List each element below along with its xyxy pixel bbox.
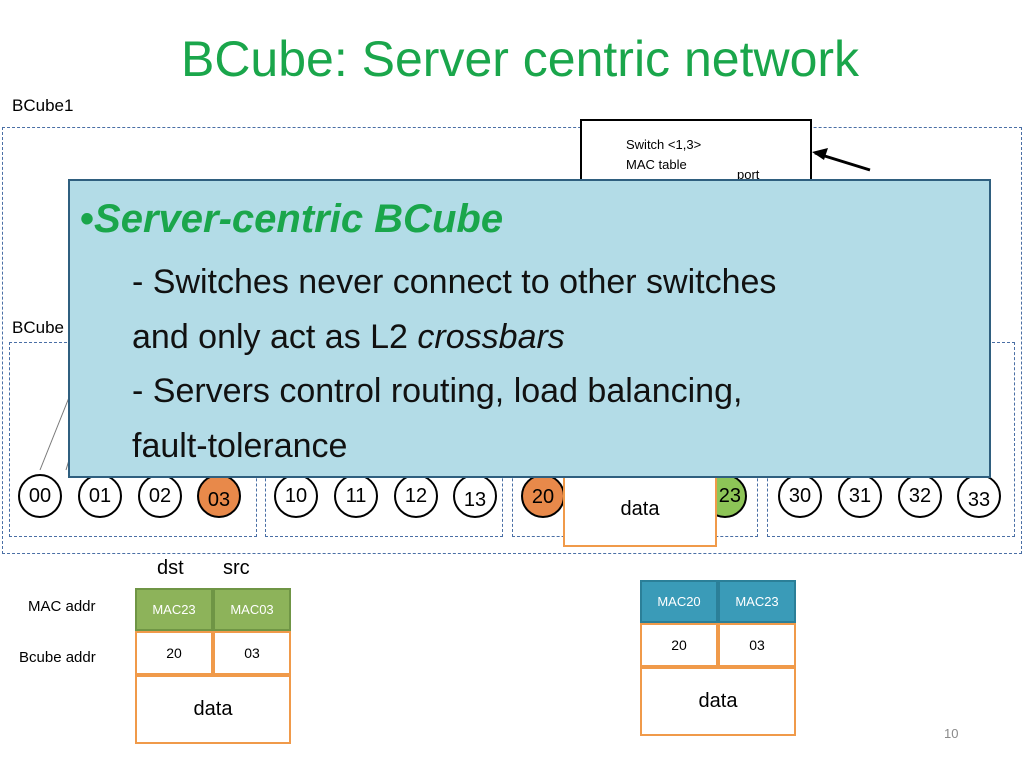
info-callout: •Server-centric BCube - Switches never c…	[68, 179, 991, 478]
packet-left-data: data	[135, 675, 291, 744]
server-node-13: 13	[453, 474, 497, 518]
bcube1-label: BCube1	[12, 96, 74, 115]
bcube-addr-label: Bcube addr	[19, 649, 96, 666]
switch-mac-table: Switch <1,3> MAC table port	[580, 119, 812, 189]
server-node-31: 31	[838, 474, 882, 518]
callout-crossbars: crossbars	[417, 318, 565, 356]
packet-left-bc-src: 03	[213, 631, 291, 675]
packet-right-data: data	[640, 667, 796, 736]
packet-right-bc-dst: 20	[640, 623, 718, 667]
switch-id: Switch <1,3>	[626, 137, 702, 152]
packet-right-bc-src: 03	[718, 623, 796, 667]
callout-line-2: and only act as L2 crossbars	[132, 318, 565, 357]
server-node-30: 30	[778, 474, 822, 518]
packet-right-mac-dst: MAC20	[640, 580, 718, 623]
slide-title: BCube: Server centric network	[180, 31, 860, 87]
server-node-33: 33	[957, 474, 1001, 518]
server-node-10: 10	[274, 474, 318, 518]
mac-table-label: MAC table	[626, 157, 687, 172]
server-node-01: 01	[78, 474, 122, 518]
bcube0-label: BCube	[12, 318, 64, 337]
packet-left: MAC23 MAC03 20 03 data	[135, 588, 291, 744]
port-label: port	[737, 167, 760, 182]
callout-line-1: - Switches never connect to other switch…	[132, 263, 777, 301]
src-label: src	[223, 557, 250, 579]
server-node-20: 20	[521, 474, 565, 518]
arrow-head	[812, 148, 828, 160]
callout-line-3: - Servers control routing, load balancin…	[132, 372, 743, 410]
packet-left-mac-dst: MAC23	[135, 588, 213, 631]
dst-label: dst	[157, 557, 184, 579]
packet-right: MAC20 MAC23 20 03 data	[640, 580, 796, 736]
packet-left-bc-dst: 20	[135, 631, 213, 675]
mac-addr-label: MAC addr	[28, 598, 96, 615]
packet-left-mac-src: MAC03	[213, 588, 291, 631]
callout-line-4: fault-tolerance	[132, 427, 348, 465]
server-node-11: 11	[334, 474, 378, 518]
server-node-03: 03	[197, 474, 241, 518]
server-node-32: 32	[898, 474, 942, 518]
callout-line-2-text: and only act as L2	[132, 318, 418, 356]
inline-packet-data: data	[563, 472, 717, 547]
bcube1-region	[2, 127, 1022, 554]
server-node-02: 02	[138, 474, 182, 518]
callout-heading-row: •Server-centric BCube	[80, 197, 503, 242]
server-node-12: 12	[394, 474, 438, 518]
server-node-00: 00	[18, 474, 62, 518]
callout-heading: Server-centric BCube	[94, 197, 504, 241]
packet-right-mac-src: MAC23	[718, 580, 796, 623]
link-line	[39, 389, 73, 471]
page-number: 10	[944, 726, 959, 741]
bullet-glyph: •	[80, 197, 95, 241]
